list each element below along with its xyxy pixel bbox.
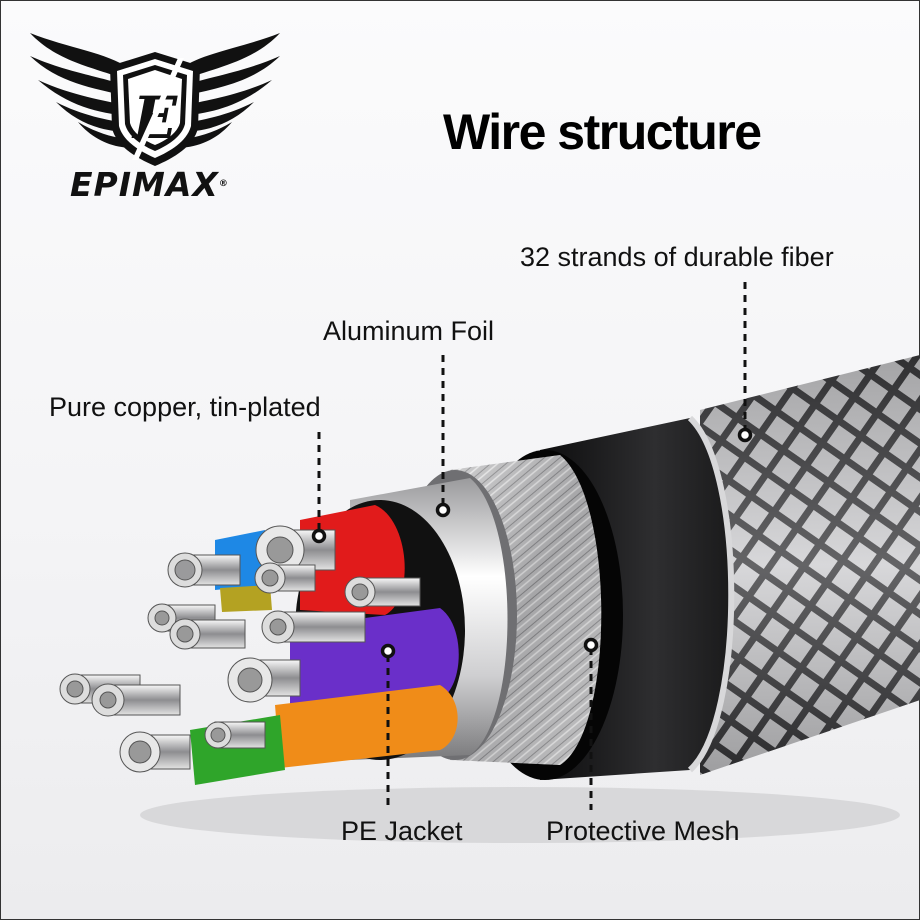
fiber-braid-sleeve xyxy=(700,355,920,775)
strand-bundle xyxy=(227,657,301,703)
registered-mark: ® xyxy=(218,179,229,189)
strand-bundle xyxy=(167,552,241,588)
dot-foil xyxy=(435,502,451,518)
callout-dots xyxy=(311,427,753,659)
dot-copper xyxy=(311,528,327,544)
epimax-logo: E xyxy=(30,33,280,166)
orange-core xyxy=(275,685,458,768)
cable-shadow xyxy=(140,787,900,843)
strand-bundle xyxy=(344,576,421,608)
dot-pe-jacket xyxy=(380,643,396,659)
copper-strand-bundles xyxy=(59,525,421,773)
brand-wordmark: EPIMAX® xyxy=(70,165,229,204)
label-pure-copper: Pure copper, tin-plated xyxy=(49,392,321,422)
strand-bundle xyxy=(204,721,266,749)
label-fiber: 32 strands of durable fiber xyxy=(520,242,834,272)
shield-icon: E xyxy=(110,52,200,166)
strand-bundle xyxy=(254,562,316,594)
label-aluminum-foil: Aluminum Foil xyxy=(323,316,495,346)
brand-name: EPIMAX xyxy=(70,165,219,204)
dot-fiber xyxy=(737,427,753,443)
callout-leaders xyxy=(317,282,747,810)
strand-bundle xyxy=(119,731,191,773)
label-protective-mesh: Protective Mesh xyxy=(546,816,740,846)
strand-bundle xyxy=(169,618,246,650)
yellow-core xyxy=(220,585,272,612)
dot-mesh xyxy=(583,637,599,653)
label-pe-jacket: PE Jacket xyxy=(341,816,463,846)
page-title: Wire structure xyxy=(443,104,762,160)
strand-bundle xyxy=(261,610,366,644)
strand-bundle xyxy=(91,683,181,717)
